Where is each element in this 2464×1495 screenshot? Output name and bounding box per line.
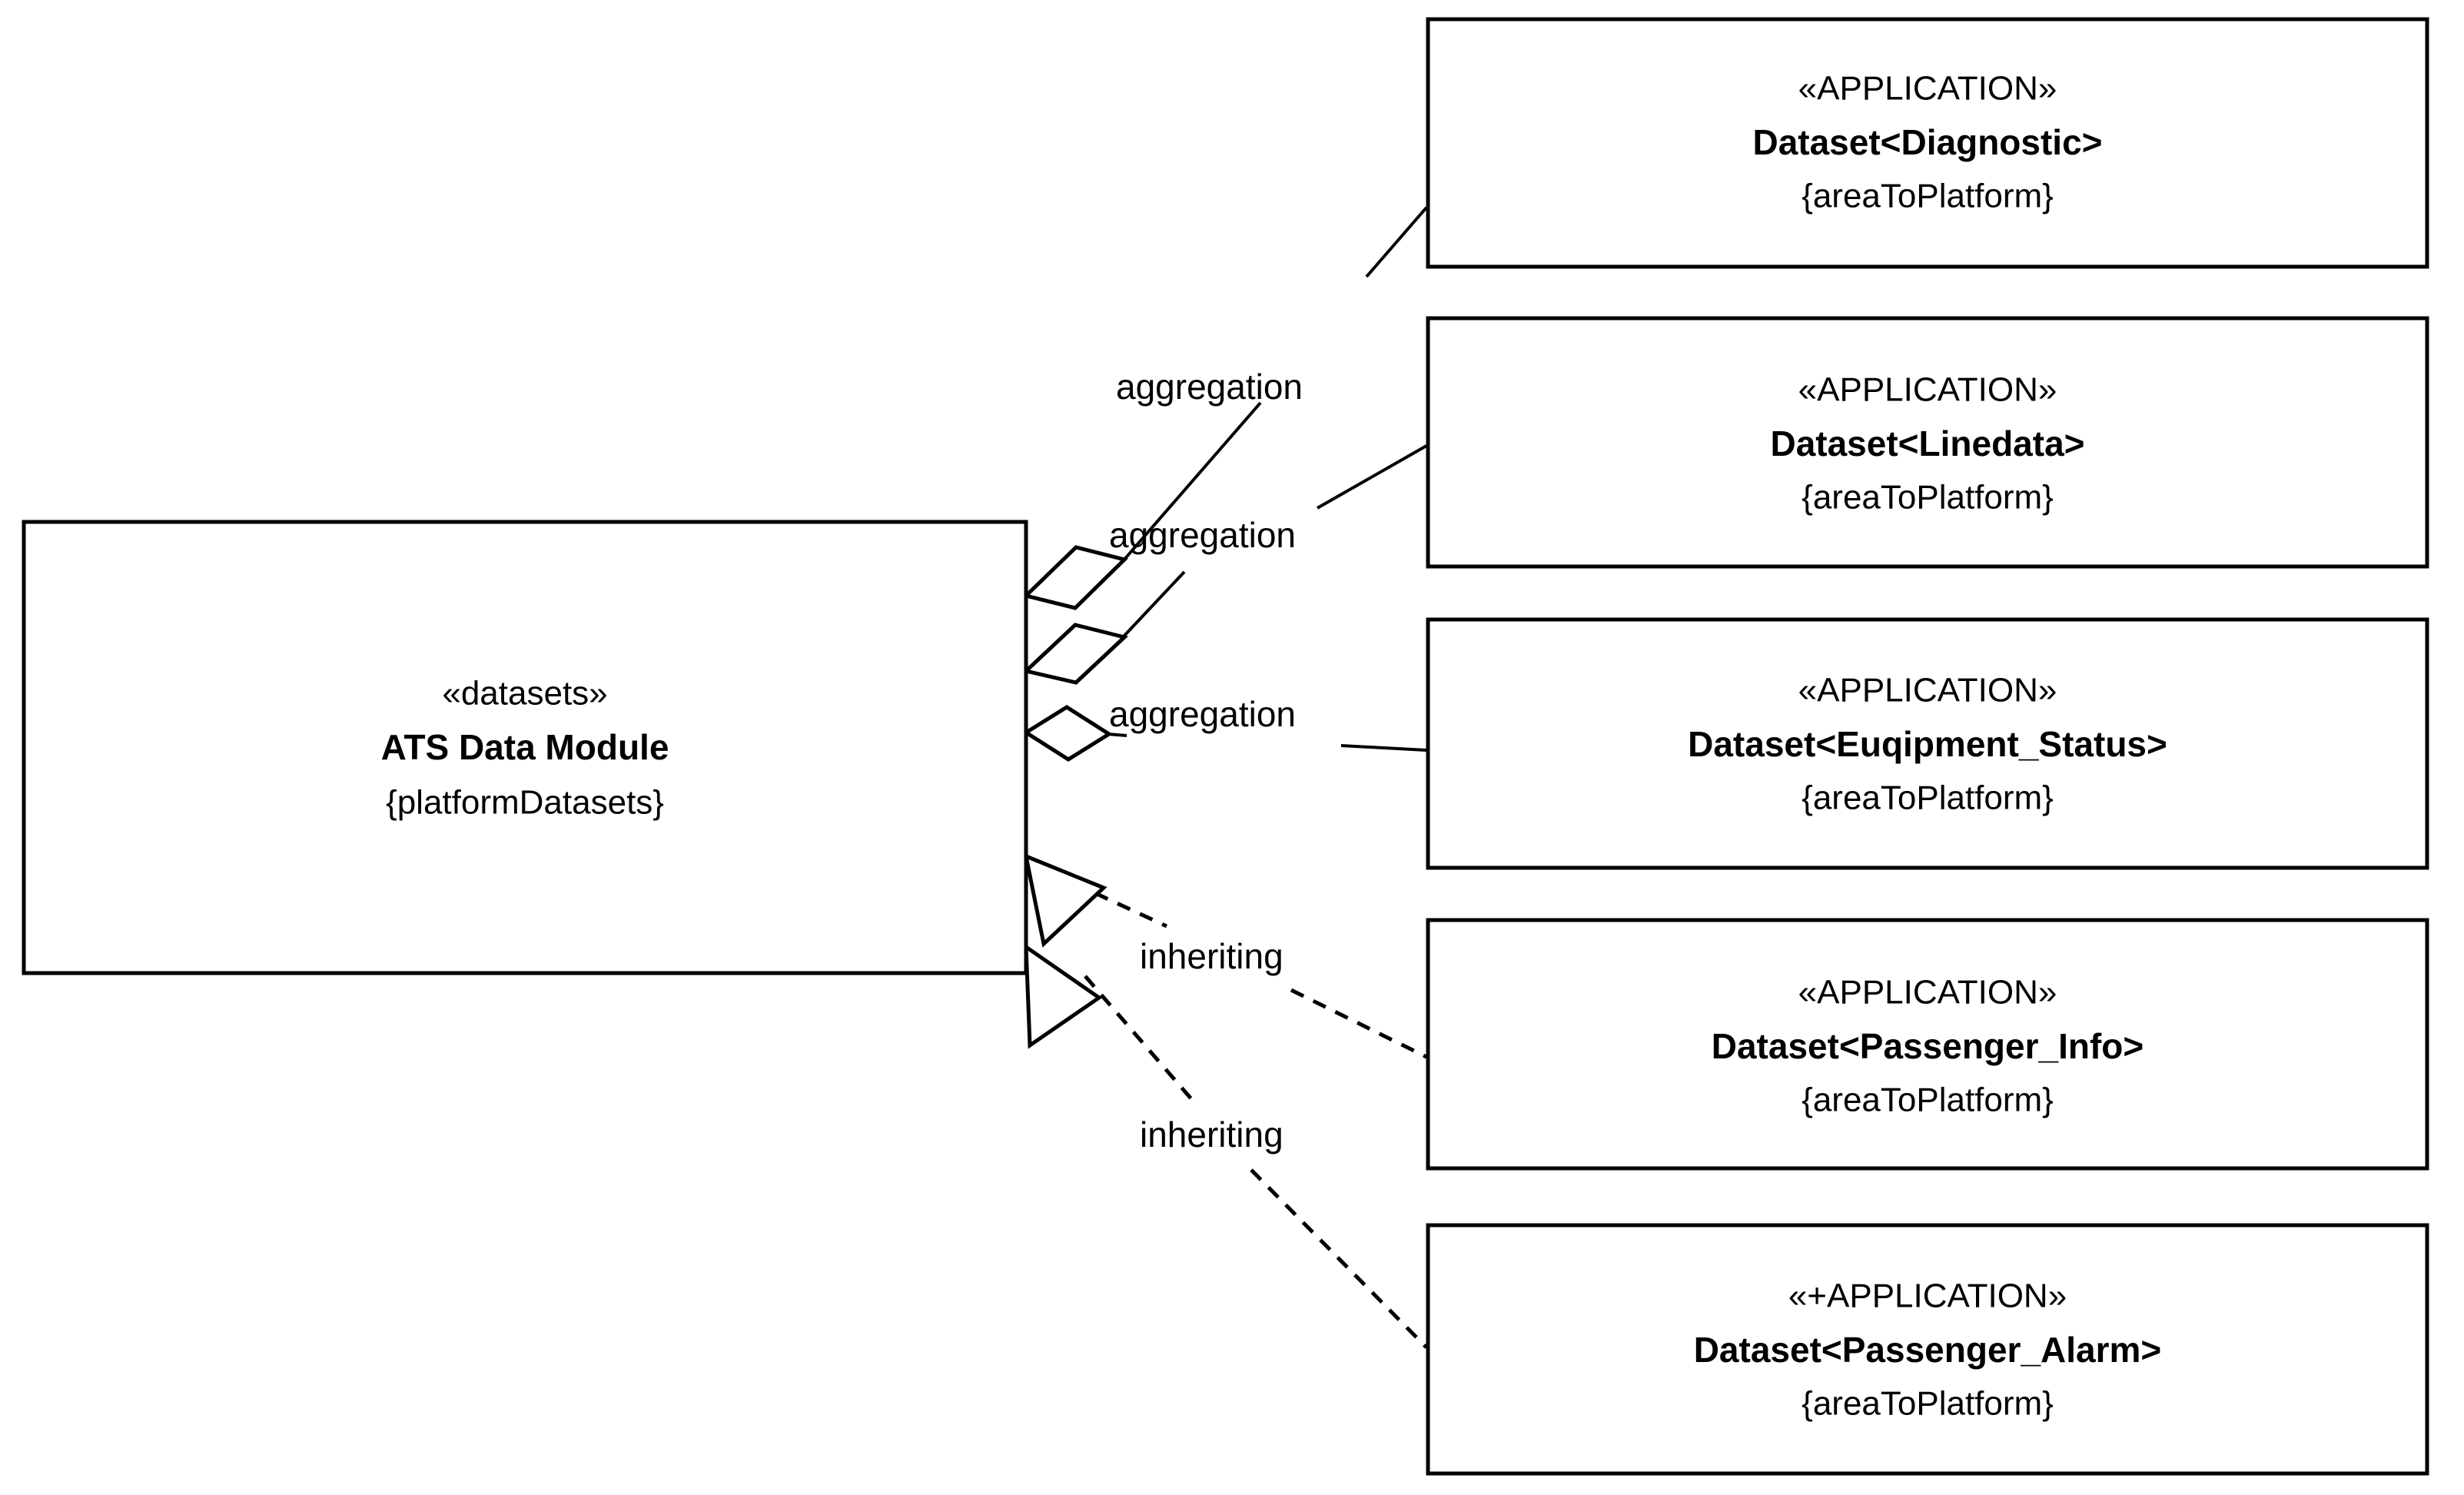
edge-inheriting-2 [1024,943,1428,1349]
aggregation-diamond-icon-3 [1022,705,1113,762]
edge-inheriting-1 [1023,852,1428,1059]
node-ats-data-module[interactable]: «datasets» ATS Data Module {platformData… [22,520,1028,975]
edge-inheriting-1-segment-a [1094,891,1168,929]
node-dataset-linedata-frame [1426,316,2429,569]
node-dataset-euqipment-status-tagged-value: {areaToPlatform} [1802,779,2054,817]
edge-label-inheriting-2: inheriting [1140,1115,1283,1154]
node-dataset-euqipment-status-frame [1426,617,2429,870]
edge-aggregation-3-segment-b [1340,744,1427,752]
node-dataset-diagnostic-tagged-value: {areaToPlatform} [1802,178,2054,215]
edge-inheriting-2-segment-b [1250,1168,1428,1349]
node-dataset-diagnostic-frame [1426,17,2429,269]
node-dataset-passenger-alarm[interactable]: «+APPLICATION» Dataset<Passenger_Alarm> … [1426,1223,2429,1476]
edge-label-aggregation-3: aggregation [1109,694,1296,734]
edge-label-aggregation-1: aggregation [1116,367,1303,407]
edge-aggregation-3 [1022,705,1427,762]
edge-aggregation-1-segment-b [1365,206,1428,278]
node-dataset-passenger-alarm-tagged-value: {areaToPlatform} [1802,1385,2054,1423]
node-dataset-linedata-tagged-value: {areaToPlatform} [1802,479,2054,517]
edge-label-aggregation-2: aggregation [1109,515,1296,555]
node-dataset-passenger-info-tagged-value: {areaToPlatform} [1802,1081,2054,1119]
node-ats-data-module-frame [22,520,1028,975]
node-dataset-linedata-stereotype: «APPLICATION» [1798,371,2057,409]
edge-inheriting-2-segment-a [1084,975,1194,1102]
aggregation-diamond-icon-1 [1022,545,1128,610]
node-ats-data-module-stereotype: «datasets» [442,675,607,713]
node-dataset-diagnostic-name: Dataset<Diagnostic> [1752,122,2102,162]
node-dataset-euqipment-status[interactable]: «APPLICATION» Dataset<Euqipment_Status> … [1426,617,2429,870]
node-dataset-passenger-alarm-stereotype: «+APPLICATION» [1788,1277,2067,1315]
node-dataset-linedata-name: Dataset<Linedata> [1770,424,2084,463]
node-dataset-euqipment-status-stereotype: «APPLICATION» [1798,672,2057,709]
edge-label-inheriting-1: inheriting [1140,936,1283,976]
node-dataset-passenger-info-stereotype: «APPLICATION» [1798,974,2057,1012]
edge-aggregation-1-segment-a [1121,401,1262,563]
node-dataset-linedata[interactable]: «APPLICATION» Dataset<Linedata> {areaToP… [1426,316,2429,569]
edge-aggregation-1 [1022,206,1428,610]
node-ats-data-module-tagged-value: {platformDatasets} [386,784,664,822]
edge-aggregation-2 [1021,444,1427,685]
node-ats-data-module-name: ATS Data Module [381,727,669,767]
node-dataset-passenger-info-frame [1426,918,2429,1171]
aggregation-diamond-icon-2 [1021,623,1129,685]
node-dataset-passenger-alarm-frame [1426,1223,2429,1476]
node-dataset-passenger-info[interactable]: «APPLICATION» Dataset<Passenger_Info> {a… [1426,918,2429,1171]
generalization-triangle-icon-2 [1024,943,1103,1049]
node-dataset-diagnostic[interactable]: «APPLICATION» Dataset<Diagnostic> {areaT… [1426,17,2429,269]
node-dataset-diagnostic-stereotype: «APPLICATION» [1798,70,2057,108]
generalization-triangle-icon-1 [1023,852,1107,948]
node-dataset-passenger-info-name: Dataset<Passenger_Info> [1712,1026,2144,1066]
edge-aggregation-2-segment-a [1121,570,1186,639]
edge-inheriting-1-segment-b [1290,988,1428,1059]
node-dataset-passenger-alarm-name: Dataset<Passenger_Alarm> [1694,1330,2162,1370]
edge-aggregation-2-segment-b [1317,444,1427,510]
node-dataset-euqipment-status-name: Dataset<Euqipment_Status> [1688,724,2167,764]
